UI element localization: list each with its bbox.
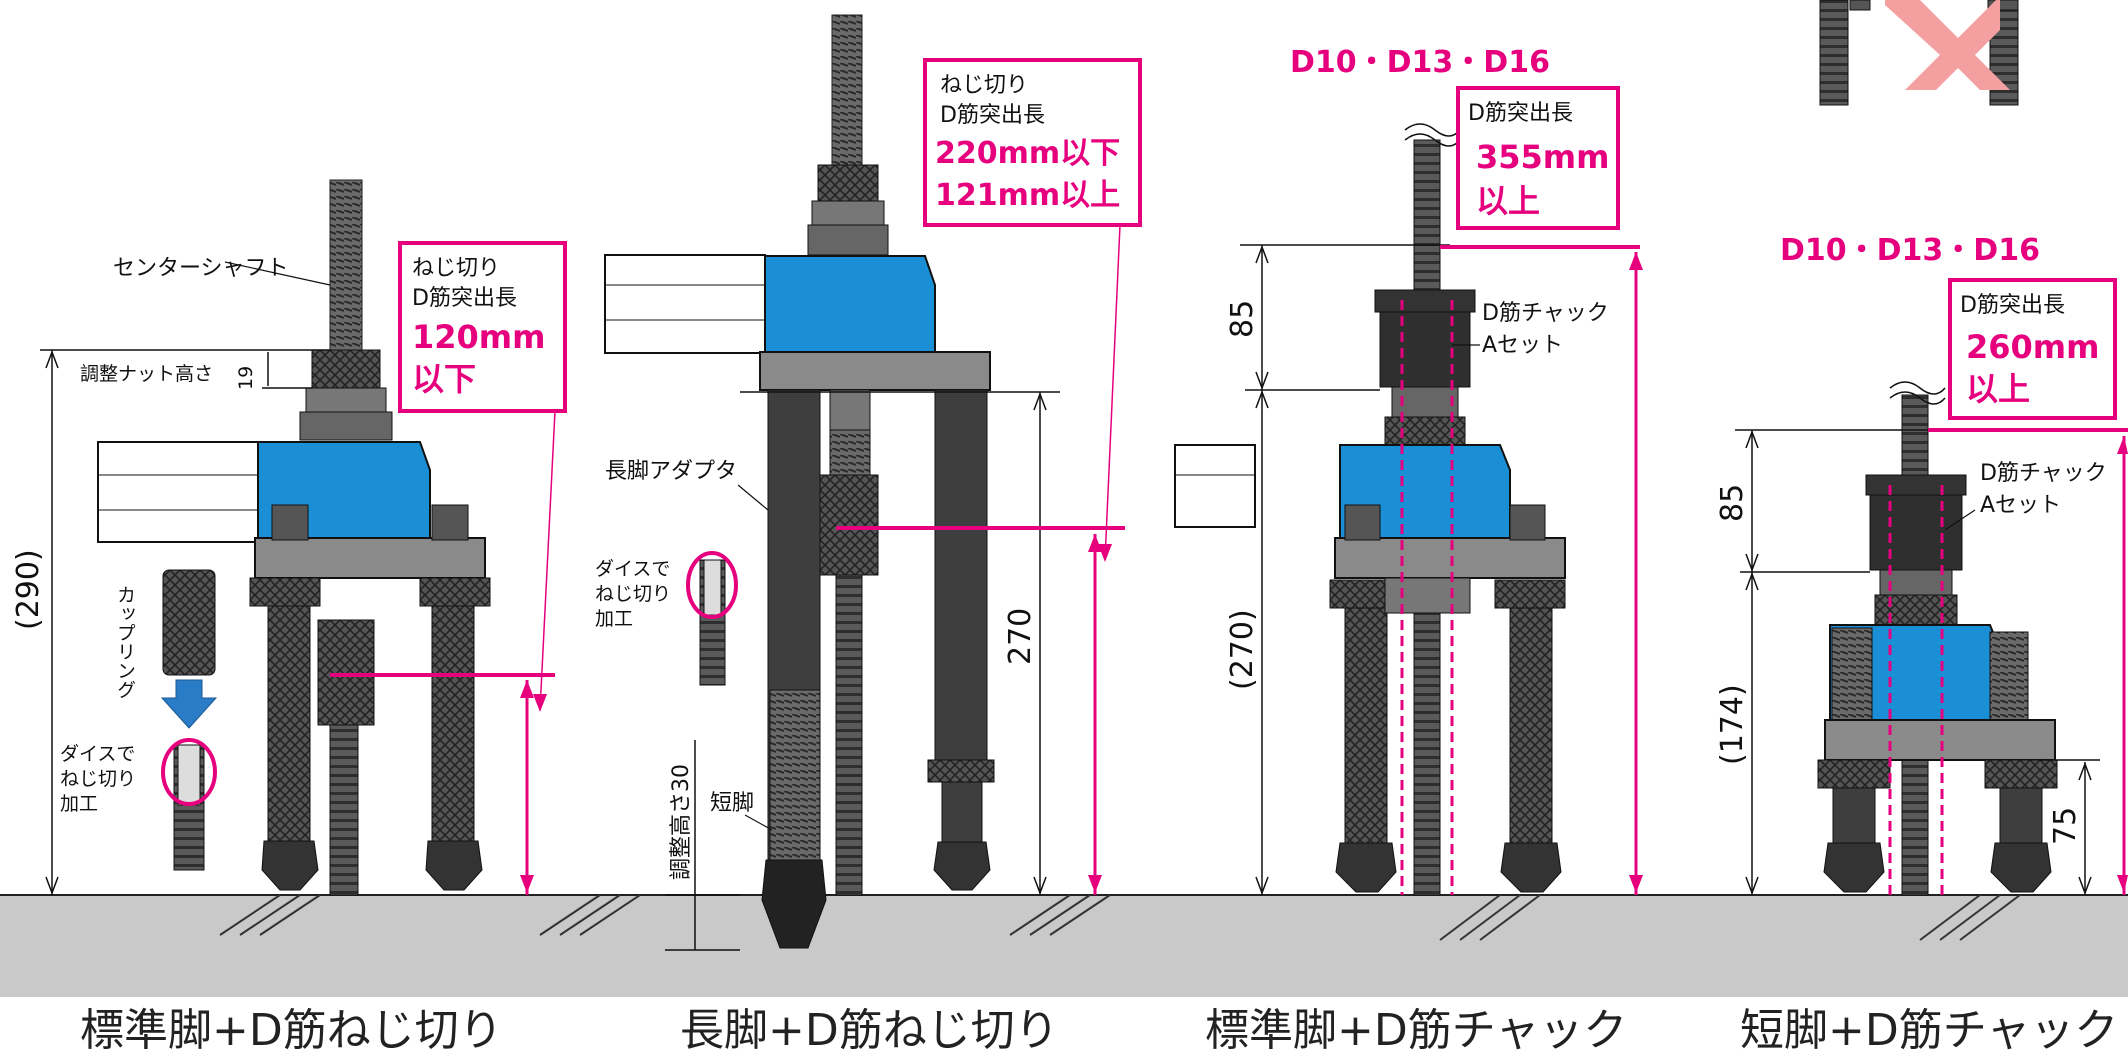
p3-box-line2: 355mm <box>1476 138 1609 176</box>
nut-height-value: 19 <box>235 366 257 390</box>
p4-box-line1: D筋突出長 <box>1960 293 2065 318</box>
p1-box-line4: 以下 <box>412 360 476 398</box>
caption-2: 長脚+D筋ねじ切り <box>680 1005 1059 1056</box>
p1-box-line2: D筋突出長 <box>412 286 517 311</box>
panel-3-standard-leg-chuck <box>1174 86 1643 896</box>
center-shaft-label: センターシャフト <box>113 256 289 281</box>
caption-4: 短脚+D筋チャック <box>1740 1005 2118 1056</box>
p4-dim-174: (174) <box>1715 684 1750 765</box>
nut-height-label: 調整ナット高さ <box>80 363 213 385</box>
p3-box-line1: D筋突出長 <box>1468 101 1573 126</box>
die-label-line1: ダイスで <box>60 743 135 765</box>
p2-box-line2: D筋突出長 <box>940 103 1045 128</box>
p4-box-line3: 以上 <box>1966 370 2030 408</box>
p4-box-line2: 260mm <box>1966 328 2099 366</box>
p2-die-line2: ねじ切り <box>595 583 671 605</box>
p4-dim-75: 75 <box>2048 807 2083 845</box>
p3-dim-270: (270) <box>1225 609 1260 690</box>
short-leg-label: 短脚 <box>710 791 754 816</box>
p3-rebar-sizes: D10・D13・D16 <box>1290 45 1550 80</box>
svg-text:カップリング: カップリング <box>114 585 136 699</box>
p2-box-line4: 121mm以上 <box>935 178 1120 213</box>
p2-die-line1: ダイスで <box>595 558 670 580</box>
p3-box-line3: 以上 <box>1476 182 1540 220</box>
panel-4-short-leg-chuck <box>1735 0 2128 896</box>
dim-270: 270 <box>1003 608 1038 665</box>
p3-chuck-line2: Aセット <box>1482 333 1563 358</box>
prohibited-cross-icon <box>1885 0 2010 90</box>
adjust-height-label: 調整高さ30 <box>669 764 694 880</box>
p2-box-line1: ねじ切り <box>940 73 1028 98</box>
p3-chuck-line1: D筋チャック <box>1482 301 1609 326</box>
long-leg-adapter-label: 長脚アダプタ <box>605 459 737 484</box>
p3-dim-85: 85 <box>1225 300 1260 338</box>
p4-rebar-sizes: D10・D13・D16 <box>1780 233 2040 268</box>
panel-2-long-leg-threaded <box>604 14 1142 951</box>
ground-hatch <box>219 894 2021 941</box>
p4-chuck-line2: Aセット <box>1980 493 2061 518</box>
die-label-line3: 加工 <box>60 793 98 815</box>
p1-box-line3: 120mm <box>412 318 545 356</box>
p1-box-line1: ねじ切り <box>412 256 500 281</box>
die-label-line2: ねじ切り <box>60 768 136 790</box>
panel-1-standard-leg-threaded <box>40 179 567 896</box>
p4-dim-85: 85 <box>1715 484 1750 522</box>
coupling-label: カップリング <box>114 585 136 699</box>
ground <box>0 895 2128 997</box>
p4-chuck-line1: D筋チャック <box>1980 461 2107 486</box>
caption-3: 標準脚+D筋チャック <box>1205 1005 1627 1056</box>
p2-box-line3: 220mm以下 <box>935 136 1120 171</box>
caption-1: 標準脚+D筋ねじ切り <box>80 1005 503 1056</box>
p2-die-line3: 加工 <box>595 608 633 630</box>
dim-290: (290) <box>11 549 46 630</box>
